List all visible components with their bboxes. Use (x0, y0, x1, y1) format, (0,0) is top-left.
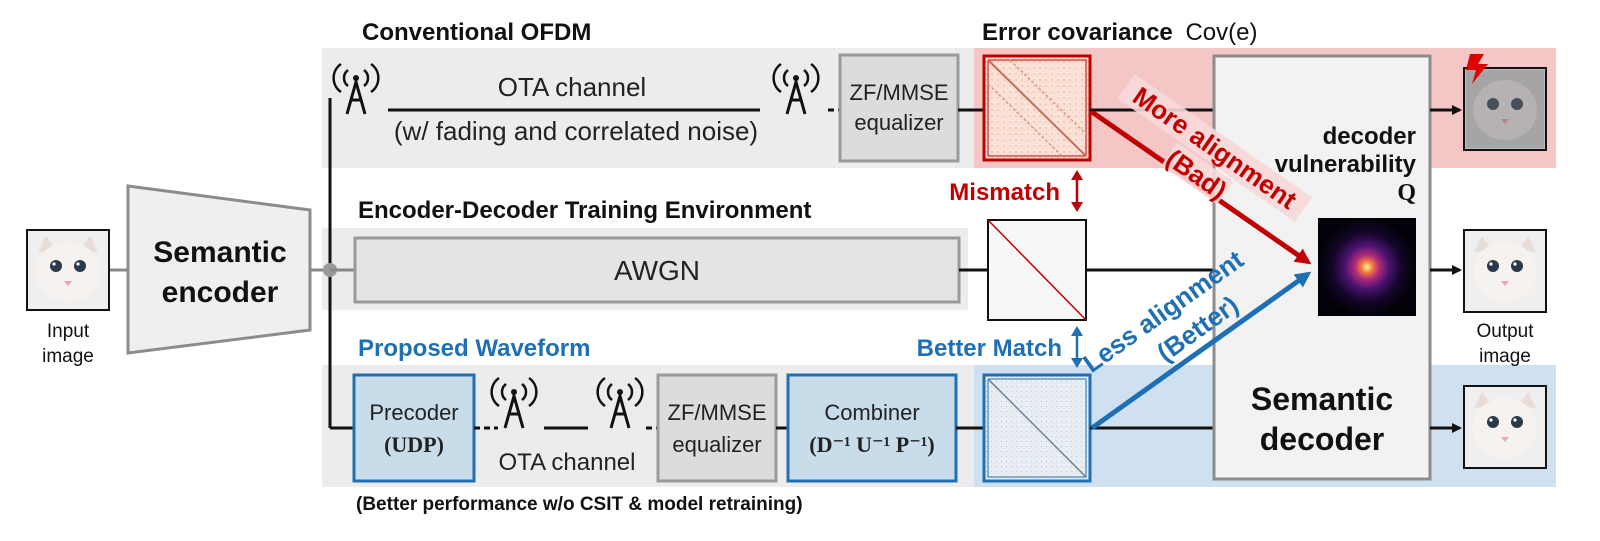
bottom-ota-label: OTA channel (499, 449, 636, 476)
output-image-noisy (1463, 67, 1547, 151)
output-caption-line2: image (1479, 346, 1531, 367)
decoder-line2: decoder (1260, 421, 1384, 457)
better-match-label: Better Match (917, 335, 1062, 362)
cat-image (1473, 236, 1537, 302)
input-caption-line2: image (42, 346, 94, 367)
training-env-title: Encoder-Decoder Training Environment (358, 197, 811, 224)
encoder-line2: encoder (162, 276, 279, 309)
footnote: (Better performance w/o CSIT & model ret… (356, 494, 803, 515)
antenna-icon (332, 62, 380, 115)
output-image-bottom (1463, 385, 1547, 469)
better-match-arrow (1071, 326, 1083, 368)
antenna-icon (772, 62, 820, 115)
bottom-eq-line1: ZF/MMSE (668, 400, 767, 425)
top-eq-line1: ZF/MMSE (850, 80, 949, 105)
proposed-title: Proposed Waveform (358, 335, 591, 362)
vulnerability-symbol: Q (1397, 180, 1416, 206)
less-alignment-arrow (1090, 271, 1312, 431)
cov-matrix-proposed (982, 373, 1092, 483)
encoder-line1: Semantic (153, 236, 286, 269)
combiner-math: (D⁻¹ U⁻¹ P⁻¹) (809, 432, 935, 457)
top-ota-line2: (w/ fading and correlated noise) (394, 116, 758, 146)
awgn-box (353, 236, 961, 304)
combiner-box (786, 373, 958, 483)
cat-image (1473, 80, 1537, 140)
lightning-icon (1466, 54, 1488, 84)
vulnerability-line2: vulnerability (1275, 151, 1417, 178)
input-caption-line1: Input (47, 321, 90, 342)
decoder-line1: Semantic (1251, 381, 1393, 417)
conventional-title: Conventional OFDM (362, 19, 591, 46)
antenna-icon (490, 376, 538, 429)
cov-matrix-conventional (982, 54, 1092, 162)
awgn-label: AWGN (614, 255, 700, 286)
output-caption-line1: Output (1476, 321, 1534, 342)
precoder-box (352, 373, 476, 483)
cat-image (36, 236, 100, 302)
top-equalizer-box (838, 53, 960, 163)
top-eq-line2: equalizer (854, 110, 943, 135)
mismatch-arrow (1071, 170, 1083, 212)
precoder-line2: (UDP) (384, 432, 444, 457)
cov-matrix-awgn (987, 219, 1087, 321)
error-cov-title: Error covariance Cov(e) (982, 19, 1257, 46)
precoder-line1: Precoder (369, 400, 458, 425)
combiner-line1: Combiner (824, 400, 919, 425)
bottom-equalizer-box (656, 373, 778, 483)
top-ota-line1: OTA channel (498, 72, 646, 102)
mismatch-label: Mismatch (949, 179, 1060, 206)
vulnerability-heatmap (1318, 218, 1416, 316)
cat-image (1473, 392, 1537, 458)
bottom-eq-line2: equalizer (672, 432, 761, 457)
output-image-middle (1463, 229, 1547, 313)
input-image (26, 229, 110, 311)
semantic-encoder (126, 184, 312, 355)
antenna-icon (596, 376, 644, 429)
vulnerability-line1: decoder (1323, 123, 1416, 150)
